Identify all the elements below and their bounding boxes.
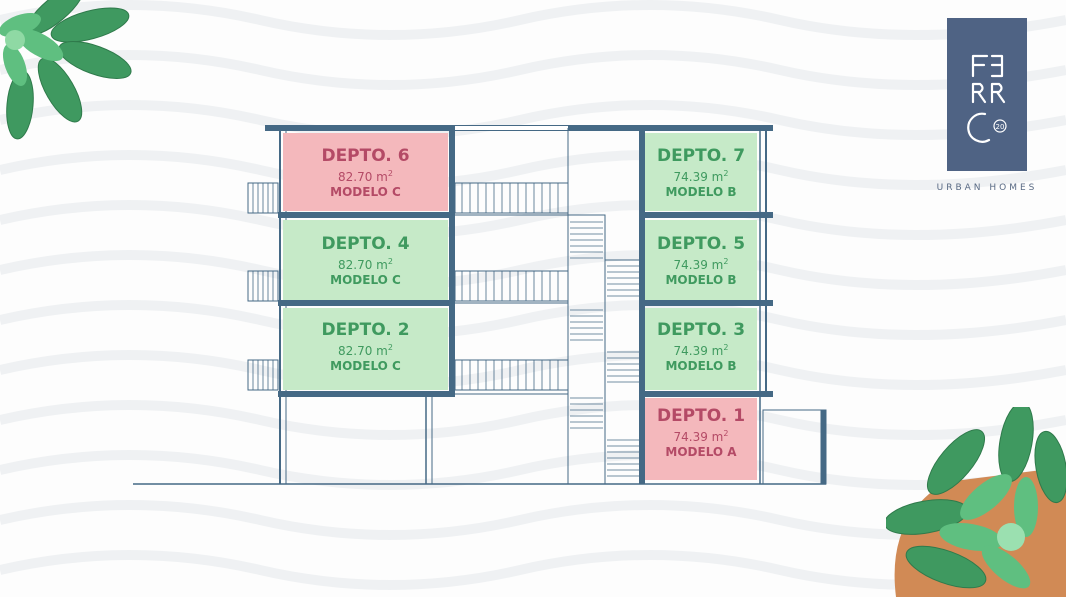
unit-depto-2[interactable]: DEPTO. 2 82.70 m2 MODELO C bbox=[283, 320, 448, 374]
unit-area: 74.39 m2 bbox=[673, 169, 729, 184]
unit-name: DEPTO. 7 bbox=[656, 146, 746, 166]
ferro-logo: 20 bbox=[947, 18, 1027, 171]
unit-model: MODELO C bbox=[330, 359, 401, 373]
unit-fill-d4 bbox=[283, 220, 448, 300]
unit-name: DEPTO. 3 bbox=[656, 320, 746, 340]
unit-depto-7[interactable]: DEPTO. 7 74.39 m2 MODELO B bbox=[645, 146, 757, 200]
unit-model: MODELO B bbox=[665, 185, 737, 199]
unit-area: 82.70 m2 bbox=[338, 169, 393, 184]
unit-depto-1[interactable]: DEPTO. 1 74.39 m2 MODELO A bbox=[645, 406, 757, 460]
logo-tagline: URBAN HOMES bbox=[936, 183, 1038, 193]
unit-name: DEPTO. 1 bbox=[656, 406, 746, 426]
unit-depto-6[interactable]: DEPTO. 6 82.70 m2 MODELO C bbox=[283, 146, 448, 200]
unit-depto-4[interactable]: DEPTO. 4 82.70 m2 MODELO C bbox=[283, 234, 448, 288]
logo-badge: 20 bbox=[996, 123, 1005, 131]
unit-name: DEPTO. 5 bbox=[656, 234, 746, 254]
unit-area: 74.39 m2 bbox=[673, 343, 729, 358]
unit-depto-3[interactable]: DEPTO. 3 74.39 m2 MODELO B bbox=[645, 320, 757, 374]
unit-fill-d2 bbox=[283, 308, 448, 390]
unit-depto-5[interactable]: DEPTO. 5 74.39 m2 MODELO B bbox=[645, 234, 757, 288]
unit-area: 74.39 m2 bbox=[673, 257, 729, 272]
unit-model: MODELO C bbox=[330, 273, 401, 287]
unit-fill-d3 bbox=[645, 308, 757, 390]
unit-model: MODELO B bbox=[665, 273, 737, 287]
succulent-bottom-right-image bbox=[886, 407, 1066, 597]
unit-area: 82.70 m2 bbox=[338, 343, 393, 358]
unit-name: DEPTO. 2 bbox=[321, 320, 410, 340]
unit-model: MODELO A bbox=[665, 445, 737, 459]
unit-fill-d1 bbox=[645, 398, 757, 480]
unit-area: 74.39 m2 bbox=[673, 429, 729, 444]
unit-area: 82.70 m2 bbox=[338, 257, 393, 272]
unit-name: DEPTO. 6 bbox=[321, 146, 410, 166]
unit-fill-d5 bbox=[645, 220, 757, 300]
unit-model: MODELO B bbox=[665, 359, 737, 373]
unit-fill-d6 bbox=[283, 133, 448, 211]
unit-name: DEPTO. 4 bbox=[321, 234, 410, 254]
unit-fill-d7 bbox=[645, 133, 757, 211]
succulent-top-left-image bbox=[0, 0, 132, 140]
unit-model: MODELO C bbox=[330, 185, 401, 199]
ferro-logo-mark: 20 bbox=[967, 54, 1007, 143]
